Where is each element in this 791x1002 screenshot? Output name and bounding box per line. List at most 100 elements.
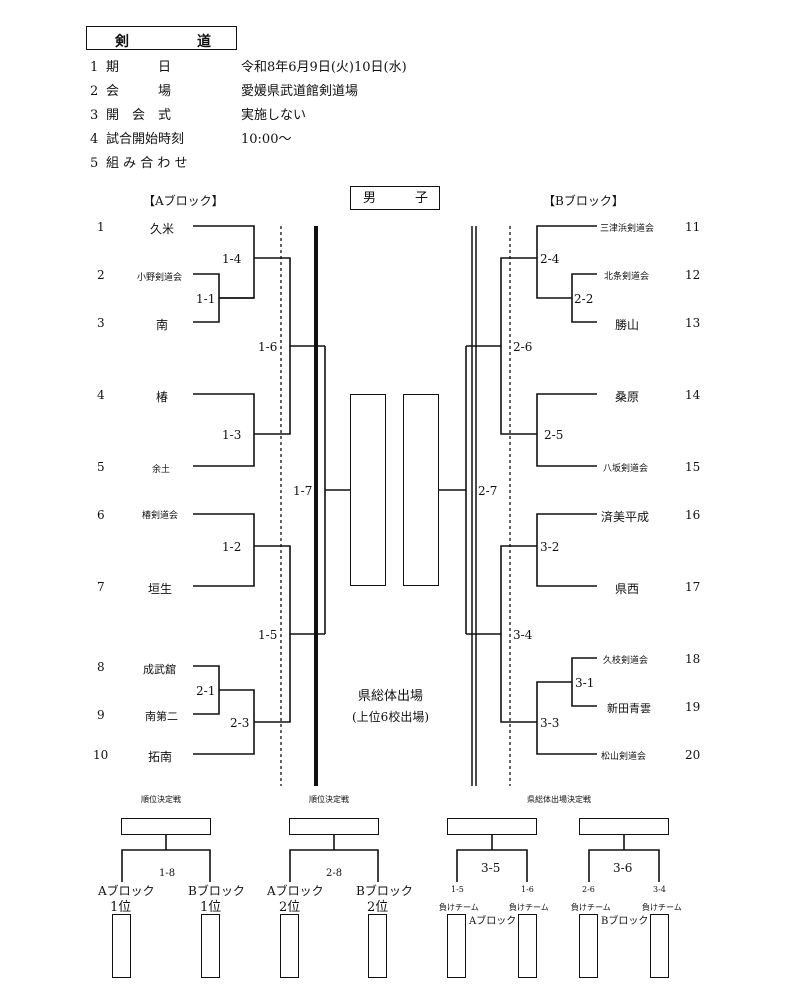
division-right: 子 [415, 191, 429, 206]
qualify-line2: (上位6校出場) [352, 710, 429, 724]
team-number: 17 [685, 580, 701, 594]
match-label: 1-6 [258, 340, 278, 354]
team-number: 20 [685, 748, 701, 762]
match-label: 1-2 [222, 540, 242, 554]
match-label: 2-4 [540, 252, 560, 266]
team-name: 新田青雲 [607, 702, 651, 715]
slot-label: 2位 [367, 900, 389, 915]
match-label: 2-2 [574, 292, 594, 306]
result-box [289, 818, 379, 835]
block-label: Bブロック [601, 916, 649, 927]
team-number: 10 [93, 748, 109, 762]
division-left: 男 [363, 191, 377, 206]
team-name: 南第二 [145, 710, 178, 723]
slot-label: Aブロック [98, 884, 155, 898]
slot-label: Aブロック [267, 884, 324, 898]
match-label: 1-5 [258, 628, 278, 642]
section-title: 順位決定戦 [309, 795, 349, 804]
team-number: 12 [685, 268, 701, 282]
match-label: 2-3 [230, 716, 250, 730]
match-label: 3-6 [613, 861, 633, 875]
info-row: 1 期 日 令和8年6月9日(火)10日(水) [90, 60, 407, 75]
team-slot [201, 914, 220, 978]
slot-label: 2-6 [582, 885, 595, 894]
slot-label: 1-6 [521, 885, 534, 894]
team-name: 垣生 [148, 582, 173, 596]
match-label: 1-1 [196, 292, 216, 306]
team-slot [447, 914, 466, 978]
match-label: 3-4 [513, 628, 533, 642]
team-number: 8 [97, 660, 105, 674]
slot-label: 3-4 [653, 885, 666, 894]
team-name: 松山剣道会 [601, 752, 647, 762]
team-slot [518, 914, 537, 978]
match-label: 1-4 [222, 252, 242, 266]
match-label: 1-8 [159, 868, 176, 879]
team-number: 1 [97, 220, 105, 234]
team-number: 15 [685, 460, 701, 474]
slot-label: 2位 [279, 900, 301, 915]
team-slot [280, 914, 299, 978]
team-name: 桑原 [615, 390, 640, 404]
team-name: 済美平成 [601, 510, 650, 524]
match-label: 3-2 [540, 540, 560, 554]
team-number: 7 [97, 580, 105, 594]
team-name: 三津浜剣道会 [600, 224, 655, 234]
block-b-title: 【Bブロック】 [543, 194, 624, 208]
slot-label: 負けチーム [642, 903, 682, 912]
slot-label: 1位 [200, 900, 222, 915]
info-row: 4 試合開始時刻 10:00〜 [90, 132, 292, 147]
team-name: 八坂剣道会 [603, 464, 649, 474]
event-title-box: 剣 道 [86, 26, 237, 50]
result-box [447, 818, 537, 835]
final-box-right [403, 394, 439, 586]
match-label: 2-5 [544, 428, 564, 442]
team-name: 久枝剣道会 [603, 656, 649, 666]
team-number: 4 [97, 388, 105, 402]
info-row: 2 会 場 愛媛県武道館剣道場 [90, 84, 359, 99]
slot-label: 負けチーム [509, 903, 549, 912]
team-slot [112, 914, 131, 978]
team-number: 19 [685, 700, 701, 714]
match-label: 3-5 [481, 861, 501, 875]
team-number: 14 [685, 388, 701, 402]
team-number: 5 [97, 460, 105, 474]
team-number: 11 [685, 220, 701, 234]
team-name: 椿 [156, 390, 169, 404]
event-title-right: 道 [197, 34, 211, 50]
match-label: 3-3 [540, 716, 560, 730]
team-name: 椿剣道会 [142, 511, 179, 521]
team-number: 3 [97, 316, 105, 330]
section-title: 県総体出場決定戦 [527, 795, 591, 804]
match-label: 2-7 [478, 484, 498, 498]
slot-label: Bブロック [188, 884, 245, 898]
team-slot [650, 914, 669, 978]
team-name: 成武舘 [143, 663, 176, 676]
qualify-line1: 県総体出場 [358, 689, 424, 704]
team-number: 18 [685, 652, 701, 666]
match-label: 2-1 [196, 684, 216, 698]
match-label: 3-1 [575, 676, 595, 690]
team-number: 9 [97, 708, 105, 722]
result-box [121, 818, 211, 835]
team-number: 2 [97, 268, 105, 282]
team-name: 久米 [150, 222, 175, 236]
slot-label: Bブロック [356, 884, 413, 898]
team-name: 県西 [615, 582, 640, 596]
result-box [579, 818, 669, 835]
block-label: Aブロック [469, 916, 517, 927]
final-box-left [350, 394, 386, 586]
team-slot [579, 914, 598, 978]
team-slot [368, 914, 387, 978]
slot-label: 負けチーム [571, 903, 611, 912]
block-a-title: 【Aブロック】 [143, 194, 224, 208]
slot-label: 1位 [110, 900, 132, 915]
match-label: 1-3 [222, 428, 242, 442]
team-number: 13 [685, 316, 701, 330]
slot-label: 負けチーム [439, 903, 479, 912]
match-label: 1-7 [293, 484, 313, 498]
team-name: 拓南 [148, 750, 173, 764]
team-number: 6 [97, 508, 105, 522]
team-name: 北条剣道会 [604, 272, 650, 282]
